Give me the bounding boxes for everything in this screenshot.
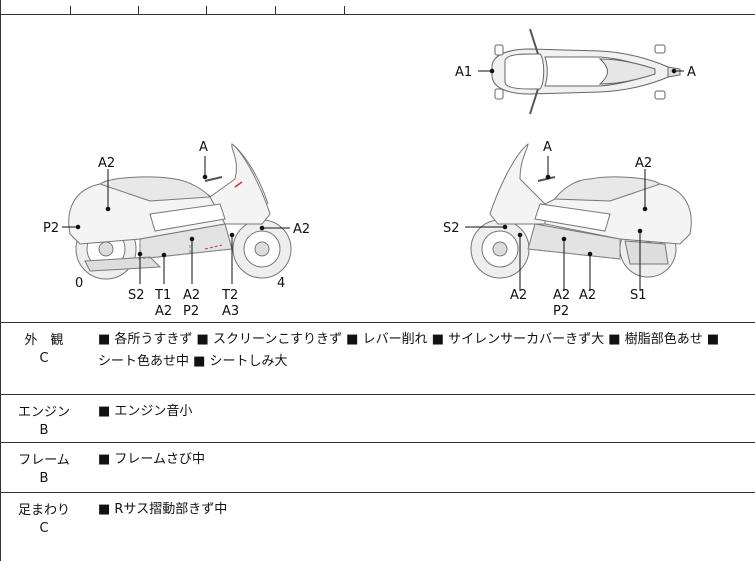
left-label-0: 0 [75,276,83,291]
left-label-a3: A3 [222,304,239,319]
category-name: 外 観 [24,333,64,348]
left-label-a2-bottom: A2 [155,304,172,319]
top-label-a: A [687,65,696,80]
left-label-s2: S2 [128,288,145,303]
category-name: フレーム [18,453,70,468]
left-label-p2-bottom: P2 [183,304,199,319]
right-label-p2: P2 [553,304,569,319]
left-label-a2-top: A2 [98,156,115,171]
scooter-right-view [470,142,692,279]
description-line-1: ■ 各所うすきず ■ スクリーンこすりきず ■ レバー削れ ■ サイレンサーカバ… [98,332,720,347]
category-grade: C [39,351,49,366]
category-grade: B [39,471,49,486]
category-grade: B [39,423,49,438]
row-exterior-description: ■ 各所うすきず ■ スクリーンこすりきず ■ レバー削れ ■ サイレンサーカバ… [98,329,751,373]
damage-diagram: A1 A [0,9,755,322]
row-engine-description: ■ エンジン音小 [98,401,751,423]
right-label-a2-top: A2 [635,156,652,171]
right-label-a2-mid: A2 [553,288,570,303]
description-line-2: シート色あせ中 ■ シートしみ大 [98,354,288,369]
row-exterior: 外 観 C ■ 各所うすきず ■ スクリーンこすりきず ■ レバー削れ ■ サイ… [0,322,755,394]
right-label-a: A [543,140,552,155]
left-view-markers [62,156,290,284]
description-line-1: ■ エンジン音小 [98,404,193,419]
scooter-diagram: A1 A [43,28,696,319]
category-grade: C [39,521,49,536]
category-name: 足まわり [17,503,70,518]
right-label-s1: S1 [630,288,647,303]
right-view-markers [465,156,648,291]
description-line-1: ■ フレームさび中 [98,452,206,467]
row-suspension-description: ■ Rサス摺動部きず中 [98,499,751,521]
right-label-s2: S2 [443,221,460,236]
right-view-dashed [527,241,621,260]
row-engine: エンジン B ■ エンジン音小 [0,394,755,442]
row-frame-description: ■ フレームさび中 [98,449,751,471]
right-label-a2-left: A2 [510,288,527,303]
top-table-lines [0,6,755,15]
left-label-4: 4 [277,276,285,291]
left-label-p2: P2 [43,221,59,236]
left-label-t1: T1 [154,288,171,303]
top-label-a1: A1 [455,65,472,80]
left-label-t2: T2 [221,288,238,303]
sheet-left-border [0,0,1,561]
category-name: エンジン [17,405,70,420]
scooter-top-view [491,28,681,115]
top-view-markers [478,68,684,74]
left-label-a2-right: A2 [293,222,310,237]
left-label-a2-mid: A2 [183,288,200,303]
left-label-a: A [199,140,208,155]
scooter-left-view [68,143,292,280]
row-suspension: 足まわり C ■ Rサス摺動部きず中 [0,492,755,561]
top-table-strip [0,0,755,15]
row-frame: フレーム B ■ フレームさび中 [0,442,755,492]
description-line-1: ■ Rサス摺動部きず中 [98,502,228,517]
right-label-a2-right: A2 [579,288,596,303]
